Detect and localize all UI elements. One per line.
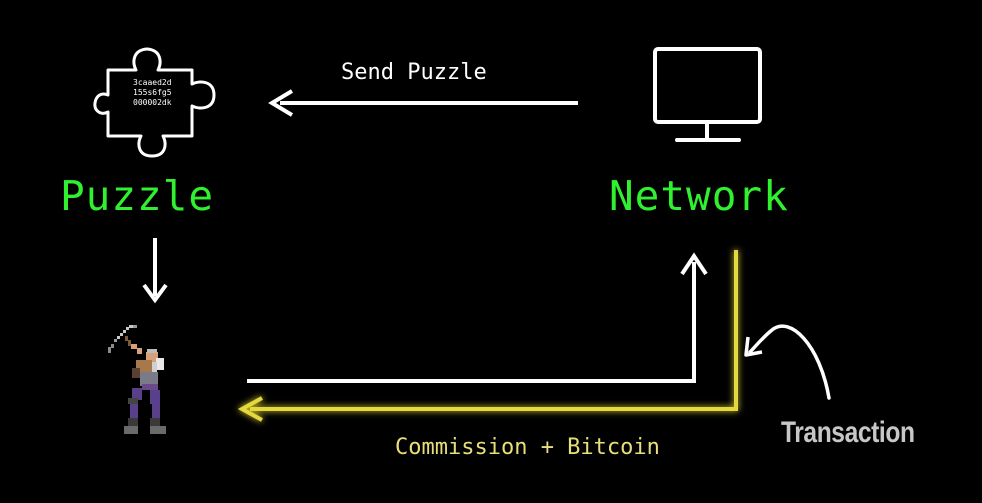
monitor-icon bbox=[653, 47, 762, 142]
reward-arrow bbox=[237, 250, 738, 422]
send-puzzle-arrow bbox=[268, 89, 578, 117]
puzzle-code-line: 155s6fg5 bbox=[133, 88, 172, 97]
reward-label: Commission + Bitcoin bbox=[395, 435, 660, 460]
transaction-arrow bbox=[744, 324, 831, 400]
transaction-label: Transaction bbox=[781, 416, 915, 449]
puzzle-code-text: 3caaed2d 155s6fg5 000002dk bbox=[133, 78, 172, 108]
puzzle-code-line: 000002dk bbox=[133, 98, 172, 107]
pixel-miner-icon bbox=[108, 325, 166, 434]
puzzle-code-line: 3caaed2d bbox=[133, 78, 172, 87]
puzzle-node-label: Puzzle bbox=[60, 172, 215, 220]
send-puzzle-label: Send Puzzle bbox=[341, 60, 487, 85]
puzzle-piece-icon bbox=[93, 47, 216, 158]
puzzle-to-miner-arrow bbox=[142, 238, 168, 304]
miner-to-network-arrow bbox=[247, 252, 708, 383]
network-node-label: Network bbox=[609, 172, 789, 220]
